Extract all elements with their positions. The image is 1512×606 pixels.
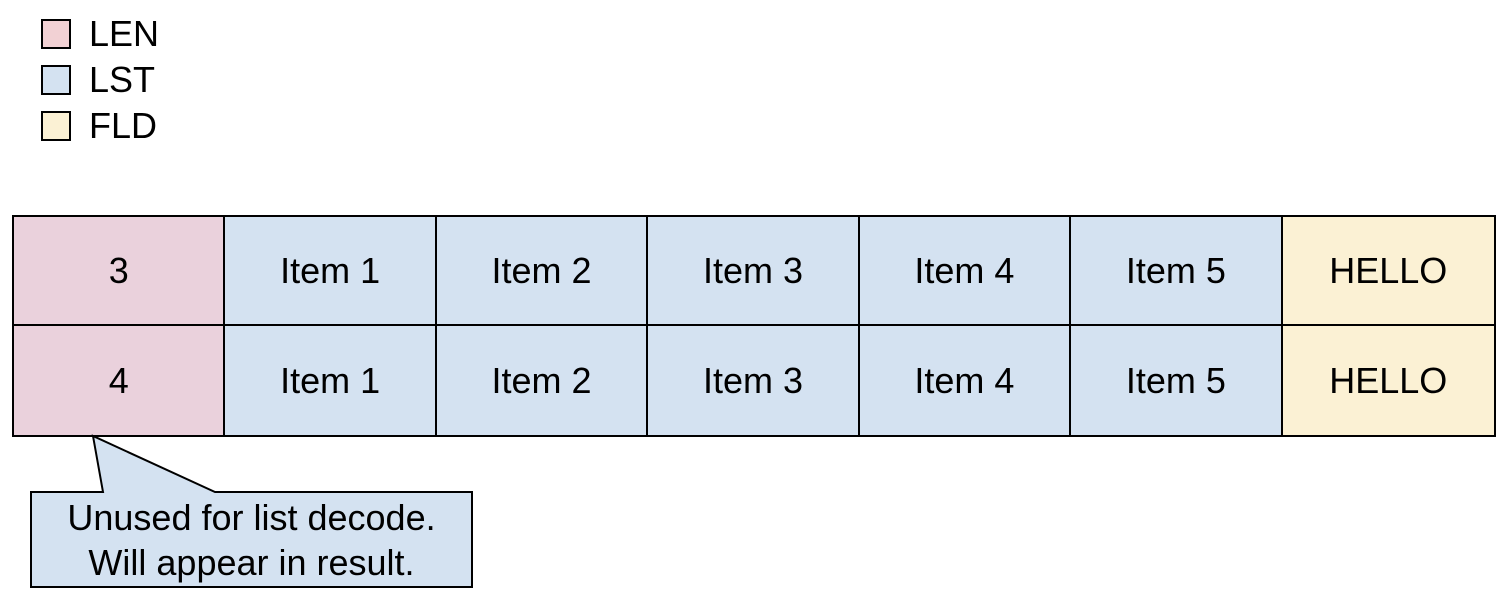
legend-swatch-fld xyxy=(41,111,71,141)
len-cell: 3 xyxy=(14,217,226,326)
legend: LEN LST FLD xyxy=(41,13,160,157)
list-item-cell: Item 1 xyxy=(225,217,437,326)
callout-text-line2: Will appear in result. xyxy=(88,541,415,583)
field-cell: HELLO xyxy=(1282,326,1494,435)
list-item-cell: Item 3 xyxy=(648,326,860,435)
encoding-table: 3 Item 1 Item 2 Item 3 Item 4 Item 5 HEL… xyxy=(12,215,1496,437)
legend-label-lst: LST xyxy=(89,59,156,100)
len-cell: 4 xyxy=(14,326,226,435)
legend-label-fld: FLD xyxy=(89,105,158,146)
legend-item-fld: FLD xyxy=(41,105,159,146)
legend-swatch-lst xyxy=(41,65,71,95)
list-item-cell: Item 4 xyxy=(859,217,1072,326)
legend-label-len: LEN xyxy=(89,13,160,54)
callout-bubble xyxy=(30,434,473,588)
list-item-cell: Item 1 xyxy=(225,326,437,435)
callout-text-line1: Unused for list decode. xyxy=(67,496,436,538)
legend-item-len: LEN xyxy=(41,13,160,54)
callout-shape xyxy=(30,434,473,588)
callout-text: Unused for list decode. Will appear in r… xyxy=(31,494,472,585)
legend-swatch-len xyxy=(41,19,71,49)
list-item-cell: Item 5 xyxy=(1071,326,1283,435)
field-cell: HELLO xyxy=(1282,217,1494,326)
list-item-cell: Item 4 xyxy=(859,326,1072,435)
legend-item-lst: LST xyxy=(41,59,159,100)
list-item-cell: Item 2 xyxy=(436,326,649,435)
list-item-cell: Item 2 xyxy=(436,217,649,326)
list-item-cell: Item 3 xyxy=(648,217,860,326)
list-item-cell: Item 5 xyxy=(1071,217,1283,326)
